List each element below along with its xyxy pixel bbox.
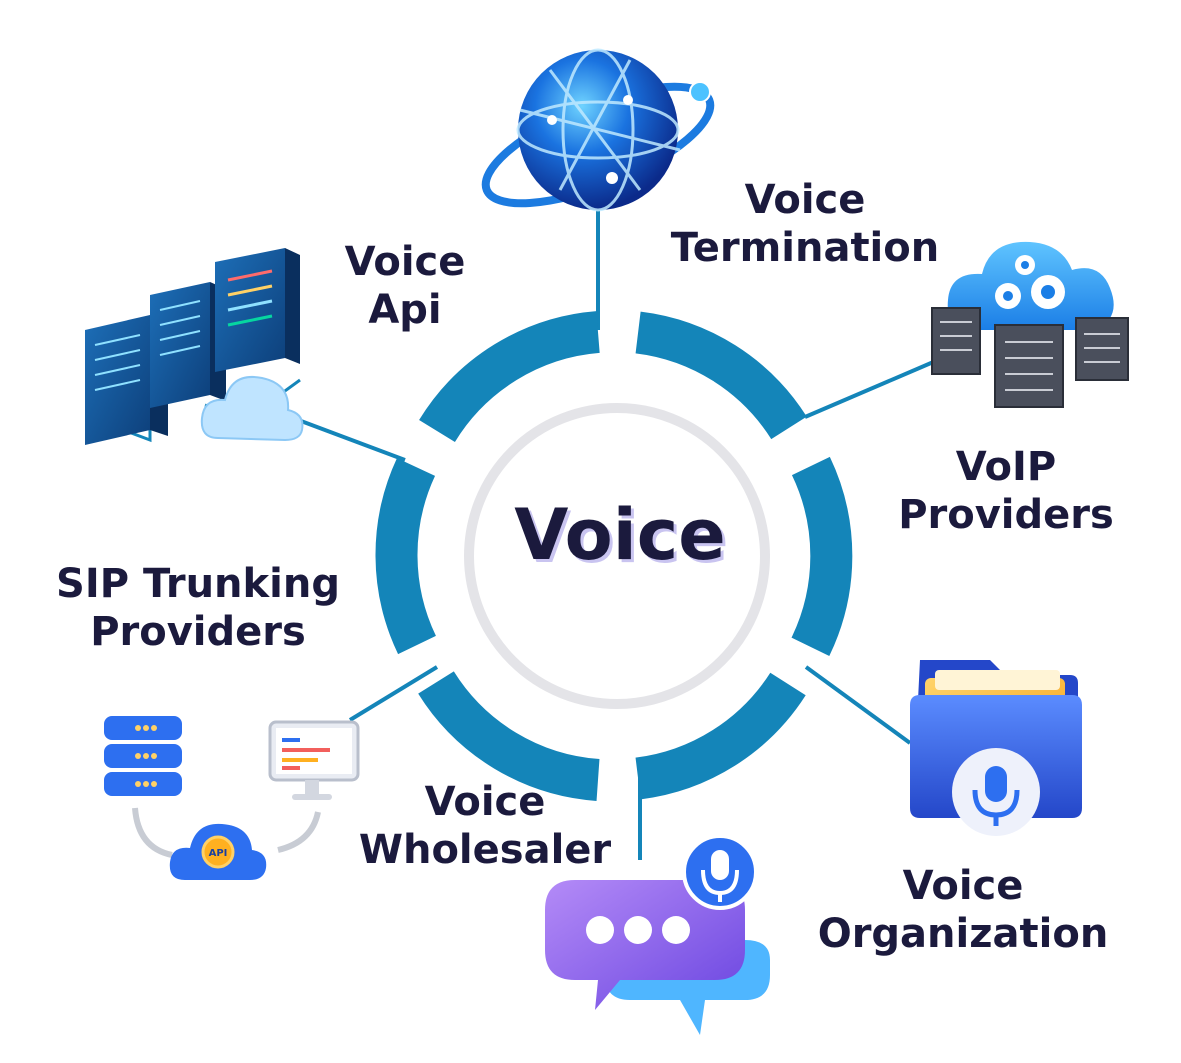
api-flow-icon: API — [104, 716, 360, 880]
label-voice-api-line2: Api — [368, 287, 442, 333]
ring-segment-6 — [419, 311, 601, 443]
inner-circle — [464, 403, 770, 709]
label-voip-providers-line2: Providers — [898, 492, 1114, 538]
ring-segment-5 — [375, 458, 437, 655]
label-sip-trunking-line2: Providers — [90, 609, 306, 655]
label-voice-wholesaler-line1: Voice — [424, 779, 546, 825]
ring-segment-1 — [635, 311, 807, 440]
label-voice-termination: Voice Termination — [650, 176, 960, 272]
label-sip-trunking-line1: SIP Trunking — [56, 561, 340, 607]
label-voice-organization-line2: Organization — [817, 911, 1109, 957]
api-badge: API — [209, 848, 228, 859]
ring-segment-2 — [791, 456, 853, 656]
label-voip-providers-line1: VoIP — [955, 444, 1057, 490]
server-rack-icon — [85, 248, 304, 445]
label-voice-termination-line2: Termination — [670, 225, 940, 271]
globe-icon — [481, 48, 715, 212]
center-title: Voice — [514, 494, 726, 576]
ring — [375, 311, 853, 801]
chat-mic-icon — [545, 834, 770, 1035]
label-voip-providers: VoIP Providers — [893, 443, 1119, 539]
cloud-gears-icon — [931, 241, 1129, 408]
label-voice-wholesaler: Voice Wholesaler — [350, 778, 620, 874]
label-voice-api-line1: Voice — [344, 239, 466, 285]
label-voice-organization-line1: Voice — [902, 863, 1024, 909]
label-voice-wholesaler-line2: Wholesaler — [358, 827, 612, 873]
folder-mic-icon — [910, 660, 1082, 836]
label-voice-organization: Voice Organization — [798, 862, 1128, 958]
ring-segment-4 — [418, 671, 600, 801]
ring-segment-3 — [635, 672, 806, 800]
label-voice-api: Voice Api — [315, 238, 495, 334]
label-voice-termination-line1: Voice — [744, 177, 866, 223]
label-sip-trunking: SIP Trunking Providers — [38, 560, 358, 656]
